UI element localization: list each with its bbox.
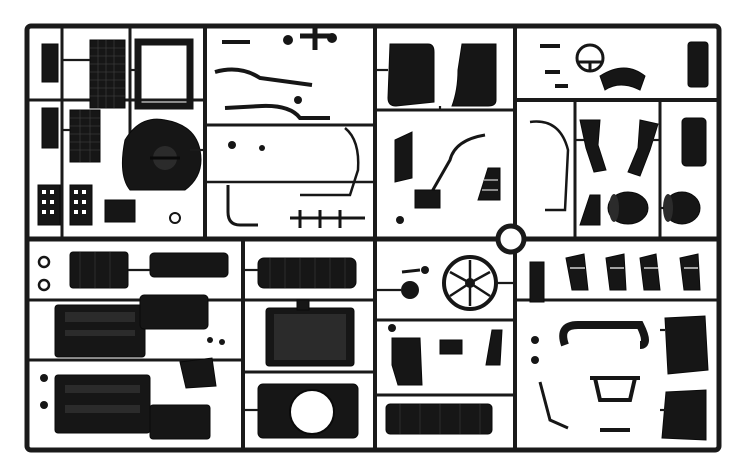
light-guard-part [485,329,503,366]
silencer-part [385,403,493,435]
exhaust-tube-part [224,103,330,120]
window-frame-part [134,38,194,110]
section-steering-and-air-tanks [529,41,709,226]
small-block-part [414,189,441,209]
small-bracket-part [41,43,59,83]
mirror-arm-part [428,133,486,196]
hose-part [559,321,649,349]
grille-mesh-part [69,109,101,163]
step-bracket-part [590,376,640,432]
lamp-guard-part [639,253,661,291]
battery-box-hole [289,389,335,435]
alternator-part [179,357,217,389]
sprue-gates [62,58,719,412]
mudguard-part [664,315,709,375]
pump-part [391,337,423,386]
wire-harness-part [529,120,570,212]
sprue-hub-ring [495,223,527,255]
small-bracket-part [41,107,59,149]
bracket-part [290,210,365,228]
ring-part [169,212,181,224]
lamp-guard-part [679,253,701,291]
gearbox-part [149,404,211,440]
section-grilles-and-fifth-wheel [25,24,207,241]
intake-pipe-part [627,119,659,177]
intake-pipe-part [579,119,607,173]
grille-mesh-part [89,39,126,109]
mudguard-part [661,389,707,441]
ring-part [37,255,51,269]
pedal-part [687,41,709,88]
horn-part [401,281,419,299]
radiator-grille-part [69,251,129,289]
lamp-guard-part [565,253,589,291]
battery-part [681,117,707,167]
air-filter-housing-part [387,43,435,107]
dashboard-part [599,67,646,91]
light-guard-part [579,194,601,226]
bracket-part [538,381,569,430]
step-plate-part [69,184,93,226]
step-plate-part [37,184,61,226]
air-filter-housing-part [451,43,497,107]
lamp-guard-part [605,253,627,291]
small-block-part [439,339,463,355]
intercooler-part [257,257,357,289]
long-pipe-part [300,127,360,197]
gearbox-part [139,294,209,330]
seat-frame-part [104,199,136,223]
mirror-part [394,131,413,183]
ring-part [37,278,51,292]
steering-cross-part [300,28,330,50]
bent-pipe-part [226,185,258,227]
engine-block-part [54,374,151,434]
section-exhaust-and-tubes [203,28,377,228]
light-guard-part [477,167,501,201]
small-bracket-part [529,261,545,303]
bracket-part [540,44,568,88]
section-fan-and-pumps [373,255,517,435]
section-engine-and-gearbox [25,251,245,440]
exhaust-tube-part [214,67,313,87]
section-fuel-tanks-and-brackets [373,43,517,224]
section-radiator-and-battery-box [241,257,377,439]
tank-part [149,252,229,278]
section-mudguards-and-steps [529,253,709,441]
